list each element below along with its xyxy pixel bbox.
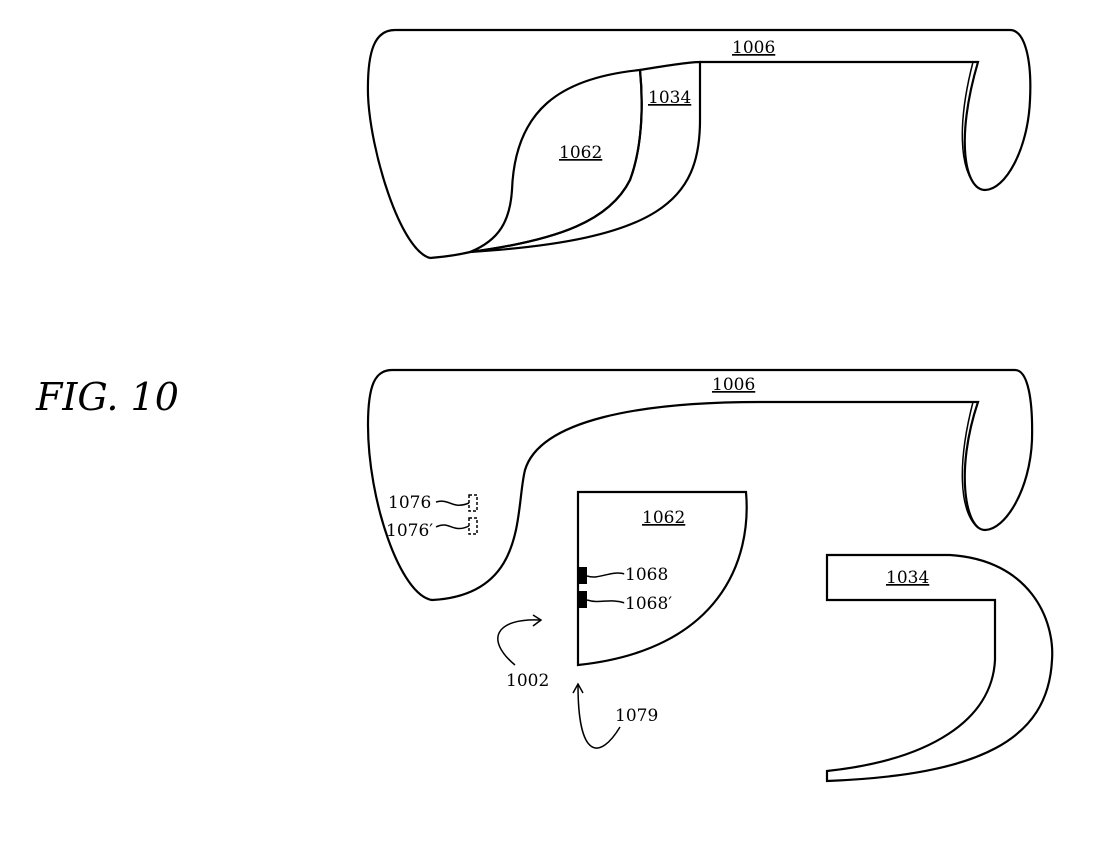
bottom-view: 1006 1076 1076′ 1062 1068 1068′ 1034 100… xyxy=(366,368,1054,783)
label-1006-bottom: 1006 xyxy=(712,375,755,395)
label-1006-top: 1006 xyxy=(732,38,775,58)
inner-layer-1062-bottom xyxy=(576,490,748,667)
figure-title: FIG. 10 xyxy=(35,375,179,419)
label-1034-top: 1034 xyxy=(648,88,691,108)
label-1079: 1079 xyxy=(615,706,658,726)
top-view: 1006 1034 1062 xyxy=(366,28,1032,260)
arrow-1002 xyxy=(497,619,541,666)
inner-layer-1062-top xyxy=(429,68,643,260)
arrow-1079 xyxy=(577,684,621,749)
contact-1068-prime xyxy=(578,591,587,608)
contact-1068 xyxy=(578,567,587,584)
label-1068: 1068 xyxy=(625,565,668,585)
sensor-1076-prime xyxy=(468,517,478,535)
label-1062-bottom: 1062 xyxy=(642,508,685,528)
label-1034-bottom: 1034 xyxy=(886,568,929,588)
label-1002: 1002 xyxy=(506,671,549,691)
band-curl-inner-edge xyxy=(961,61,979,189)
band-1006-bottom xyxy=(366,368,1034,602)
band-curl-inner-edge xyxy=(961,401,979,529)
outer-layer-1034-top xyxy=(469,60,702,254)
label-1076-prime: 1076′ xyxy=(386,521,433,541)
label-1062-top: 1062 xyxy=(559,143,602,163)
sensor-1076 xyxy=(468,494,478,512)
label-1068-prime: 1068′ xyxy=(625,594,672,614)
label-1076: 1076 xyxy=(388,493,431,513)
outer-layer-1034-bottom xyxy=(825,553,1054,783)
